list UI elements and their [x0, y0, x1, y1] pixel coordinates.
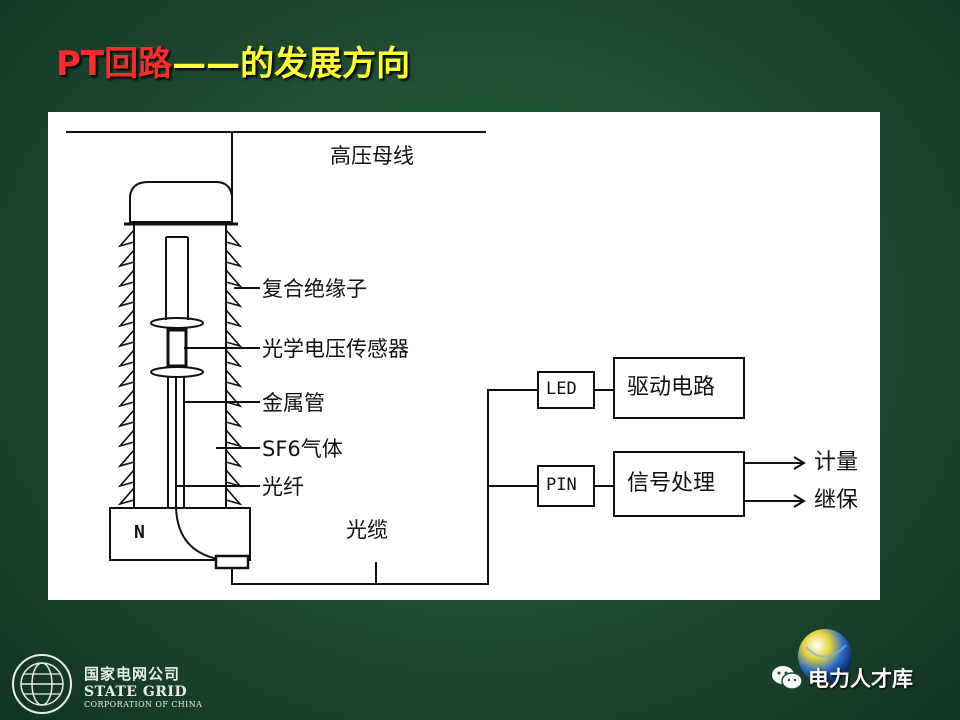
label-pin: PIN [546, 475, 577, 495]
label-metal-tube: 金属管 [262, 391, 325, 415]
label-signal-processing: 信号处理 [627, 471, 716, 496]
label-led: LED [546, 379, 577, 399]
company-name-sub: CORPORATION OF CHINA [84, 700, 203, 709]
label-gas: SF6气体 [262, 437, 343, 461]
label-fiber: 光纤 [262, 475, 304, 499]
label-metering: 计量 [814, 450, 859, 475]
company-name-en: STATE GRID [84, 684, 188, 700]
top-cap [129, 181, 233, 223]
globe-icon [798, 629, 852, 683]
label-busbar: 高压母线 [330, 144, 414, 168]
label-insulator: 复合绝缘子 [262, 277, 367, 301]
brand-name: 电力人才库 [808, 667, 913, 691]
title-part-pt: PT回路 [56, 44, 173, 84]
pt-diagram: 高压母线 复合绝缘子 光学电压传感器 金属管 SF6气体 光纤 光缆 N LED… [48, 112, 880, 600]
title-part-direction: ——的发展方向 [172, 44, 411, 84]
state-grid-logo-icon [12, 654, 72, 714]
footer-company: 国家电网公司 STATE GRID CORPORATION OF CHINA [84, 663, 202, 709]
label-driver-circuit: 驱动电路 [627, 375, 716, 400]
company-name-cn: 国家电网公司 [84, 665, 181, 683]
label-cable: 光缆 [346, 518, 388, 542]
slide-title: PT回路——的发展方向 [56, 36, 410, 86]
wechat-icon [772, 666, 803, 690]
label-sensor: 光学电压传感器 [262, 337, 409, 361]
label-protection: 继保 [814, 488, 859, 513]
label-base-n: N [134, 522, 145, 543]
diagram-lines [66, 131, 806, 585]
